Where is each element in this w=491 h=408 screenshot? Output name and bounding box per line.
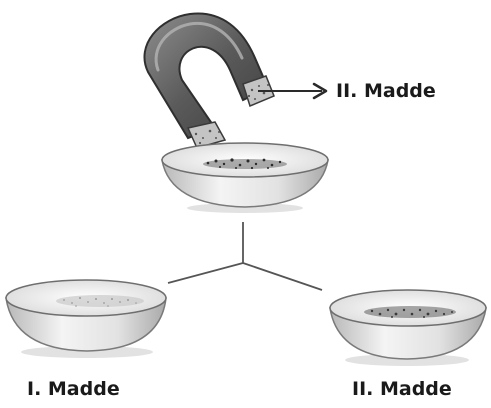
mixture-particles xyxy=(203,158,287,170)
bowl-icon xyxy=(329,289,487,366)
substance-one-particles xyxy=(56,295,144,307)
magnet-substance-label: II. Madde xyxy=(336,80,436,102)
bowl-icon xyxy=(161,142,329,213)
substance-one-label: I. Madde xyxy=(27,378,120,400)
horseshoe-magnet-icon xyxy=(143,12,275,149)
arrow-right-icon xyxy=(258,82,328,100)
branch-lines xyxy=(167,222,323,291)
magnet-pole-left xyxy=(186,121,227,149)
bowl-icon xyxy=(5,279,167,358)
substance-two-particles xyxy=(364,306,456,318)
substance-two-label: II. Madde xyxy=(352,378,452,400)
